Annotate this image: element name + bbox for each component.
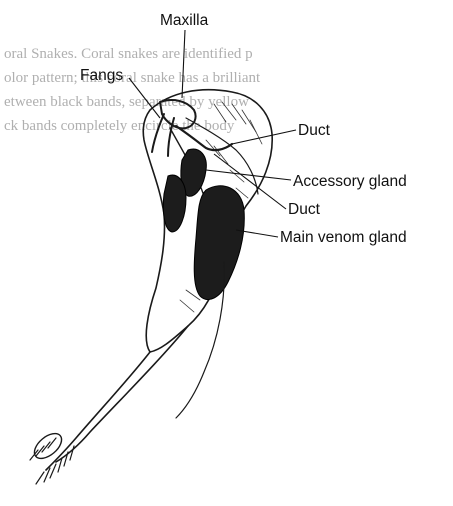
lower-jaw-bone-inner (56, 326, 188, 462)
venom-gland-lobe (163, 175, 186, 232)
label-maxilla: Maxilla (160, 12, 209, 29)
leader-duct-upper (232, 130, 296, 144)
jaw-tip (30, 429, 66, 463)
background-text-line: olor pattern; this coral snake has a bri… (4, 70, 261, 86)
leader-accessory-gland (206, 170, 291, 180)
label-main-venom-gland: Main venom gland (280, 229, 407, 246)
label-duct-lower: Duct (288, 201, 321, 218)
main-venom-gland-shape (194, 186, 244, 300)
background-text-line: etween black bands, separated by yellow (4, 94, 249, 110)
background-text-line: oral Snakes. Coral snakes are identified… (4, 46, 253, 62)
lower-jaw-bone (46, 352, 150, 470)
label-fangs: Fangs (80, 67, 123, 84)
label-duct-upper: Duct (298, 122, 331, 139)
leader-maxilla (182, 30, 185, 98)
snake-head-illustration (30, 90, 272, 484)
label-accessory-gland: Accessory gland (293, 173, 407, 190)
